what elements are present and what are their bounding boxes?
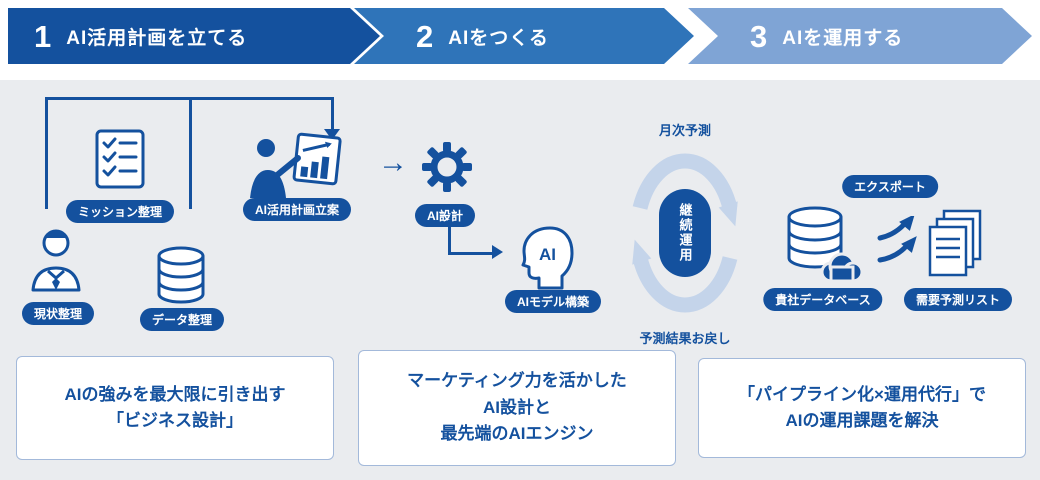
summary-box-3-line1: 「パイプライン化×運用代行」で (738, 384, 986, 404)
summary-box-1-line1: AIの強みを最大限に引き出す (64, 384, 286, 404)
monthly-forecast-label: 月次予測 (658, 123, 712, 138)
step-number-2: 2 (416, 18, 434, 54)
summary-box-2-line3: 最先端のAIエンジン (440, 424, 594, 444)
return-results-label: 予測結果お戻し (639, 331, 731, 346)
summary-box-3-line2: AIの運用課題を解決 (785, 411, 939, 430)
step-banner-1: 1 AI活用計画を立てる (8, 8, 380, 64)
current-pill: 現状整理 (21, 302, 95, 325)
export-pill: エクスポート (842, 175, 938, 198)
ai-head-icon: AI (521, 226, 574, 290)
plan-pill: AI活用計画立案 (242, 198, 352, 221)
businessman-icon (31, 229, 81, 292)
summary-box-2-line1: マーケティング力を活かした (407, 371, 627, 391)
summary-box-2: マーケティング力を活かした AI設計と 最先端のAIエンジン (358, 350, 676, 466)
step-label-3: AIを運用する (782, 27, 904, 49)
arrow-down-icon (324, 129, 340, 140)
arrow-right-icon (492, 245, 503, 259)
step-banner-3: 3 AIを運用する (688, 8, 1032, 64)
summary-box-1-line2: 「ビジネス設計」 (107, 411, 243, 430)
presenter-chart-icon (250, 132, 342, 198)
documents-icon (928, 209, 982, 277)
data-pill: データ整理 (139, 308, 225, 331)
connector-vertical-left (45, 97, 48, 209)
company-database-icon (787, 206, 864, 283)
ai-design-pill: AI設計 (414, 204, 476, 227)
step-label-2: AIをつくる (448, 27, 549, 49)
cycle-arrows-icon (632, 153, 738, 313)
gear-icon (422, 142, 472, 192)
connector-vertical-mid (189, 97, 192, 209)
diagram-canvas: ミッション整理 AI活用計画立案 現状整理 (0, 80, 1040, 480)
step-number-3: 3 (750, 18, 768, 54)
mission-pill: ミッション整理 (65, 200, 175, 223)
connector-arrow-stem (331, 97, 334, 129)
summary-box-1: AIの強みを最大限に引き出す 「ビジネス設計」 (16, 356, 334, 460)
ai-model-pill: AIモデル構築 (504, 290, 602, 313)
step-label-1: AI活用計画を立てる (66, 27, 248, 49)
database-icon (157, 246, 205, 304)
checklist-icon (95, 129, 145, 189)
company-database-pill: 貴社データベース (763, 288, 883, 311)
elbow-connector (448, 220, 495, 255)
summary-box-2-line2: AI設計と (483, 397, 551, 417)
step-number-1: 1 (34, 18, 52, 54)
right-arrow-icon: → (378, 146, 408, 179)
ai-head-text: AI (539, 245, 556, 264)
step-banner-2: 2 AIをつくる (354, 8, 694, 64)
export-arrows-icon (877, 216, 917, 263)
continuous-operation-badge: 継続運用 (659, 189, 711, 277)
summary-box-3: 「パイプライン化×運用代行」で AIの運用課題を解決 (698, 358, 1026, 458)
forecast-list-pill: 需要予測リスト (903, 288, 1013, 311)
